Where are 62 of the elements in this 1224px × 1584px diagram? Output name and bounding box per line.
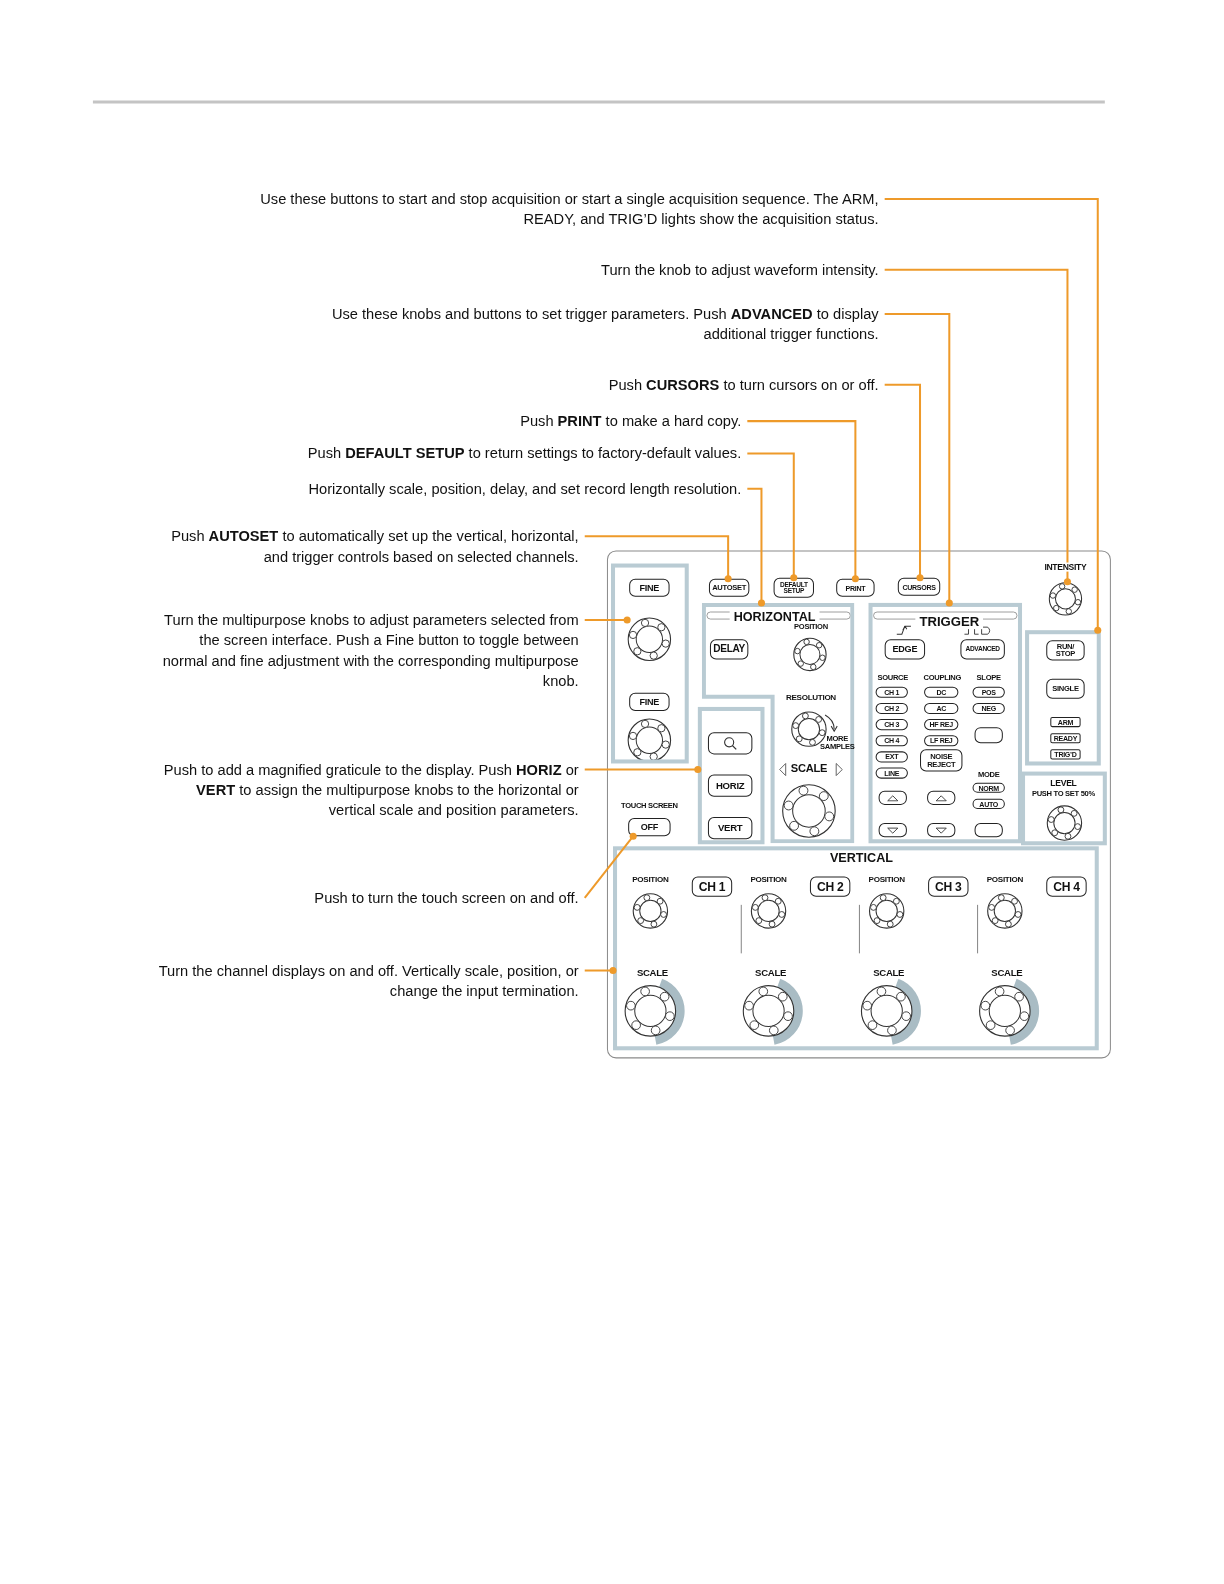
callout-text: Use these knobs and buttons to set trigger parameters. Push ADVANCED to display additional trigger functions. <box>328 304 879 345</box>
callout-text: Push to turn the touch screen on and off. <box>174 887 579 908</box>
push-button <box>878 790 907 805</box>
control-label: SCALE <box>789 762 828 775</box>
callout-text: Push CURSORS to turn cursors on or off. <box>474 374 879 395</box>
push-button: CH 3 <box>928 876 969 897</box>
control-label: SCALE <box>990 967 1024 978</box>
panel-title: TRIGGER <box>915 614 984 630</box>
push-button: HORIZ <box>707 774 753 797</box>
push-button: DELAY <box>709 639 749 660</box>
control-panel <box>697 706 765 845</box>
leader-line <box>747 452 798 582</box>
callout-text: Turn the knob to adjust waveform intensity. <box>474 259 879 280</box>
callout-text: Push PRINT to make a hard copy. <box>337 411 742 432</box>
leader-line <box>584 766 702 774</box>
callout-text: Turn the channel displays on and off. Vertically scale, position, or change the input termination. <box>154 960 579 1001</box>
push-button <box>707 732 753 755</box>
push-button: CH 4 <box>1046 876 1087 897</box>
callout-text: Turn the multipurpose knobs to adjust parameters selected from the screen interface. Push a Fine button to toggle between normal and fine adjustment with the corresponding multipurpose knob. <box>154 610 579 691</box>
push-button <box>927 823 956 838</box>
push-button: FINE <box>629 578 670 597</box>
push-button: OFF <box>628 818 671 837</box>
push-button: EDGE <box>884 639 926 660</box>
control-panel <box>868 602 1022 844</box>
leader-line <box>747 420 859 583</box>
control-panel <box>613 846 1099 1051</box>
control-label: SCALE <box>635 967 669 978</box>
front-panel <box>606 550 1111 1059</box>
push-button <box>974 823 1003 838</box>
leader-line <box>583 832 637 899</box>
push-button: FINE <box>629 692 670 711</box>
control-label: POSITION <box>985 875 1024 885</box>
push-button: CH 1 <box>691 876 733 897</box>
leader-line <box>884 268 1071 586</box>
leader-line <box>584 535 732 583</box>
control-panel <box>1025 630 1101 766</box>
push-button <box>927 790 956 805</box>
callout-text: Push DEFAULT SETUP to return settings to factory-default values. <box>216 443 742 464</box>
leader-line <box>884 313 953 607</box>
callout-text: Push to add a magnified graticule to the display. Push HORIZ or VERT to assign the multipurpose knobs to the horizontal or vertical scale and position parameters. <box>154 759 579 821</box>
push-button <box>974 727 1003 744</box>
control-label: RESOLUTION <box>784 693 837 703</box>
callout-text: Horizontally scale, position, delay, and set record length resolution. <box>216 478 742 499</box>
knob <box>627 617 672 662</box>
callout-text: Use these buttons to start and stop acquisition or start a single acquisition sequence. The ARM, READY, and TRIG’D lights show the acquisition status. <box>252 188 879 230</box>
knob <box>1048 581 1083 617</box>
push-button: CH 2 <box>809 876 851 897</box>
push-button <box>878 823 907 838</box>
control-label: LEVEL <box>1049 778 1078 788</box>
control-label: POSITION <box>631 875 670 885</box>
control-label: SCALE <box>872 967 906 978</box>
control-label: SCALE <box>754 967 788 978</box>
leader-line <box>584 616 631 624</box>
push-button: VERT <box>707 817 753 840</box>
callout-text: Push AUTOSET to automatically set up the vertical, horizontal, and trigger controls based on selected channels. <box>154 526 579 567</box>
control-label: POSITION <box>867 875 906 885</box>
control-label: POSITION <box>749 875 788 885</box>
leader-line <box>884 197 1102 634</box>
leader-line <box>747 487 765 607</box>
leader-line <box>884 383 924 582</box>
control-panel <box>611 563 689 764</box>
leader-line <box>584 967 617 975</box>
